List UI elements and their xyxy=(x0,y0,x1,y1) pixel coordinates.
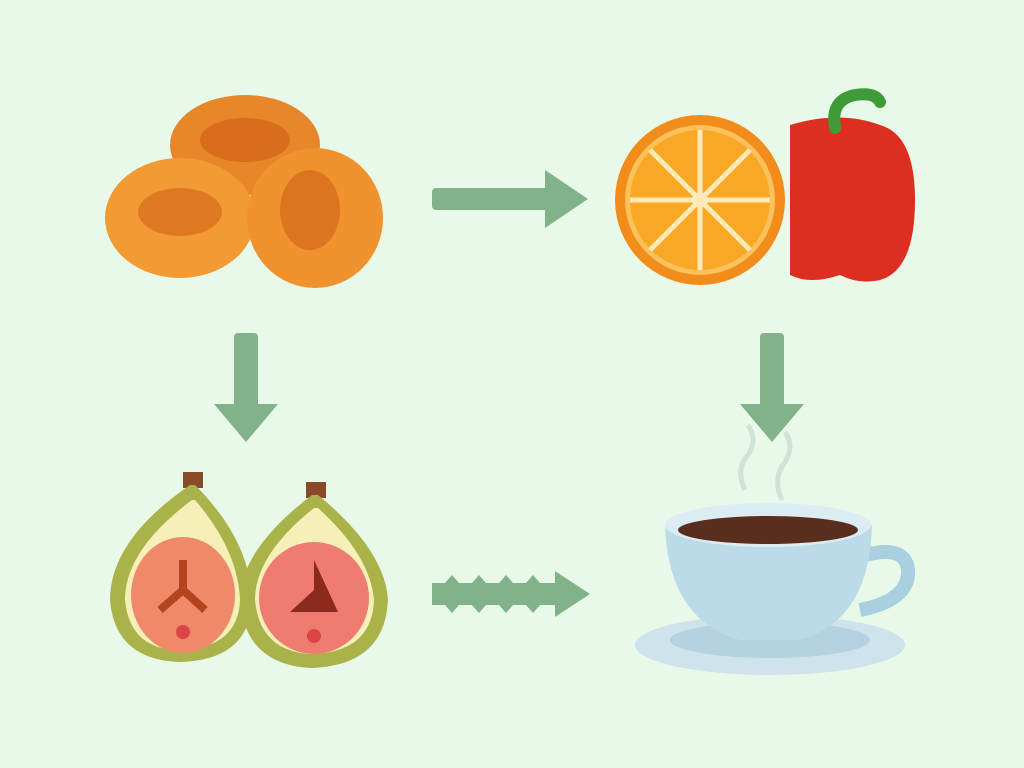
arrow-down-left xyxy=(214,333,278,442)
fig-halves-icon xyxy=(110,472,388,668)
arrow-right-top xyxy=(432,170,588,228)
arrow-down-right xyxy=(740,333,804,442)
orange-slice-and-red-pepper-icon xyxy=(615,88,915,285)
dried-apricots-icon xyxy=(105,95,383,288)
coffee-cup-icon xyxy=(635,423,916,675)
arrow-right-zigzag xyxy=(432,571,590,617)
